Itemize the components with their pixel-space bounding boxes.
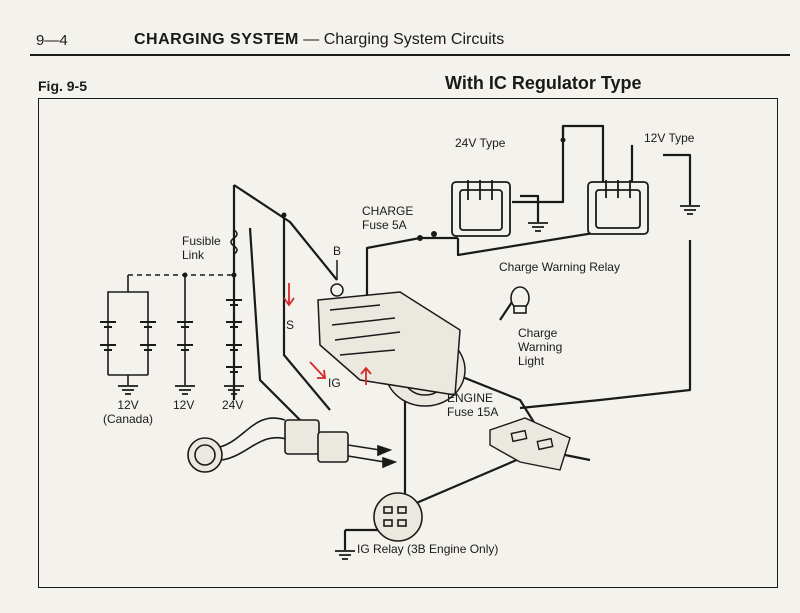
ground-symbols	[118, 205, 700, 560]
wire-relay-to-relay	[456, 230, 601, 257]
label-fusible-link-line2: Link	[182, 248, 205, 262]
warning-light-bulb	[510, 286, 530, 314]
battery-cells-24v	[226, 299, 242, 373]
fuse-link-coil	[230, 229, 238, 255]
red-annotations	[283, 283, 372, 385]
wire-main-harness-3	[248, 227, 311, 431]
wire-battery-canada-join	[108, 374, 148, 385]
wire-battery-canada-right	[128, 291, 149, 375]
wire-charge-fuse	[365, 236, 458, 308]
alternator	[317, 260, 466, 407]
label-battery-canada-volt: 12V	[117, 398, 139, 412]
wire-right-return	[519, 240, 692, 410]
label-engine-fuse-line2: Fuse 15A	[447, 405, 499, 419]
wire-12v-ground-lead	[663, 153, 692, 205]
label-terminal-ig: IG	[328, 376, 341, 390]
label-battery-12v: 12V	[173, 398, 195, 412]
junction-dot	[281, 212, 287, 218]
fuse-terminal	[431, 231, 437, 237]
label-battery-canada: 12V (Canada)	[98, 398, 158, 426]
relay-24v	[451, 180, 511, 237]
junction-dot	[182, 272, 188, 278]
label-cwl-line1: Charge	[518, 326, 558, 340]
label-ig-relay: IG Relay (3B Engine Only)	[357, 542, 499, 556]
label-cwl-line3: Light	[518, 354, 545, 368]
label-cwl-line2: Warning	[518, 340, 563, 354]
wire-24v-ground-lead	[520, 194, 540, 222]
junction-dot	[560, 137, 566, 143]
label-24v-type: 24V Type	[455, 136, 506, 150]
wire-main-harness-1	[233, 184, 338, 281]
ig-relay	[373, 492, 423, 542]
battery-cells-12v	[177, 321, 193, 351]
label-charge-warning-relay: Charge Warning Relay	[499, 260, 620, 274]
label-12v-type: 12V Type	[644, 131, 695, 145]
label-terminal-s: S	[286, 318, 295, 332]
label-fusible-link-line1: Fusible	[182, 234, 221, 248]
section-name: CHARGING SYSTEM	[134, 31, 299, 48]
page-number: 9—4	[36, 32, 68, 49]
page-header: 9—4 CHARGING SYSTEM — Charging System Ci…	[30, 30, 790, 56]
wire-battery-canada-left	[107, 275, 129, 375]
label-charge-warning-light: Charge Warning Light	[518, 326, 562, 368]
label-charge-fuse-line2: Fuse 5A	[362, 218, 407, 232]
battery-cells-canada	[100, 321, 156, 351]
engine-fuse-block	[489, 417, 571, 471]
label-terminal-b: B	[333, 244, 342, 258]
section-subtitle: — Charging System Circuits	[303, 31, 505, 48]
label-battery-24v: 24V	[222, 398, 244, 412]
label-charge-fuse: CHARGE Fuse 5A	[362, 204, 413, 232]
section-title: CHARGING SYSTEM — Charging System Circui…	[134, 31, 504, 49]
red-arrow-up	[360, 366, 372, 385]
label-charge-fuse-line1: CHARGE	[362, 204, 414, 218]
wire-main-harness-2	[282, 215, 331, 411]
label-engine-fuse: ENGINE Fuse 15A	[447, 391, 498, 419]
label-engine-fuse-line1: ENGINE	[447, 391, 494, 405]
junction-dot	[231, 272, 237, 278]
harness-connector	[187, 417, 398, 473]
label-battery-canada-region: (Canada)	[102, 412, 154, 426]
wire-top-bus	[561, 124, 605, 182]
diagram-frame	[38, 98, 778, 588]
figure-title: With IC Regulator Type	[445, 73, 642, 93]
figure-label: Fig. 9-5	[38, 78, 88, 94]
red-arrow-s	[283, 283, 295, 307]
wire-24v-relay-feed	[512, 126, 565, 204]
fuse-terminal	[417, 235, 423, 241]
relay-12v	[587, 180, 649, 235]
label-fusible-link: Fusible Link	[182, 234, 221, 262]
red-arrow-ig	[309, 361, 327, 379]
